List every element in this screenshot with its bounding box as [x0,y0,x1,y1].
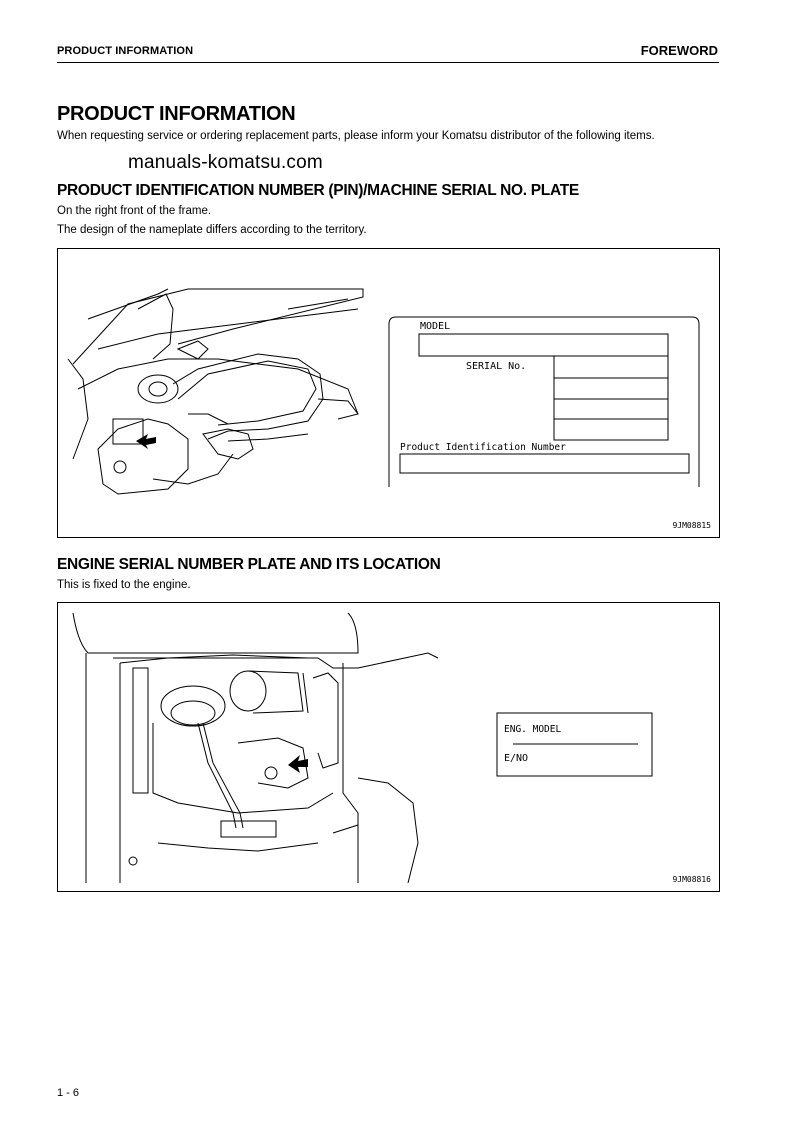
engine-plate-eno-label: E/NO [504,753,529,764]
intro-paragraph: When requesting service or ordering repl… [57,130,655,142]
page-number: 1 - 6 [57,1087,80,1099]
section2-heading: ENGINE SERIAL NUMBER PLATE AND ITS LOCAT… [57,556,441,573]
section1-heading: PRODUCT IDENTIFICATION NUMBER (PIN)/MACH… [57,182,579,199]
plate-serial-label: SERIAL No. [466,361,527,372]
running-header-chapter: FOREWORD [640,43,718,58]
plate-pin-label: Product Identification Number [400,442,566,453]
running-header-section: PRODUCT INFORMATION [57,45,194,57]
frame-illustration [67,288,700,495]
page-title: PRODUCT INFORMATION [57,103,296,125]
engine-illustration [72,612,653,884]
figure-machine-serial-plate: MODEL SERIAL No. Product Identification … [57,248,720,538]
figure2-code: 9JM08816 [672,875,711,884]
figure1-code: 9JM08815 [672,521,711,530]
watermark-text: manuals-komatsu.com [128,152,323,173]
plate-model-label: MODEL [420,321,451,332]
section1-location: On the right front of the frame. [57,205,212,217]
location-arrow-icon [136,434,156,449]
header-rule [57,62,719,63]
location-arrow-icon [288,755,308,773]
section2-location: This is fixed to the engine. [57,579,191,591]
section1-note: The design of the nameplate differs acco… [57,224,367,236]
engine-plate-model-label: ENG. MODEL [504,724,562,735]
figure-engine-serial-plate: ENG. MODEL E/NO 9JM08816 [57,602,720,892]
